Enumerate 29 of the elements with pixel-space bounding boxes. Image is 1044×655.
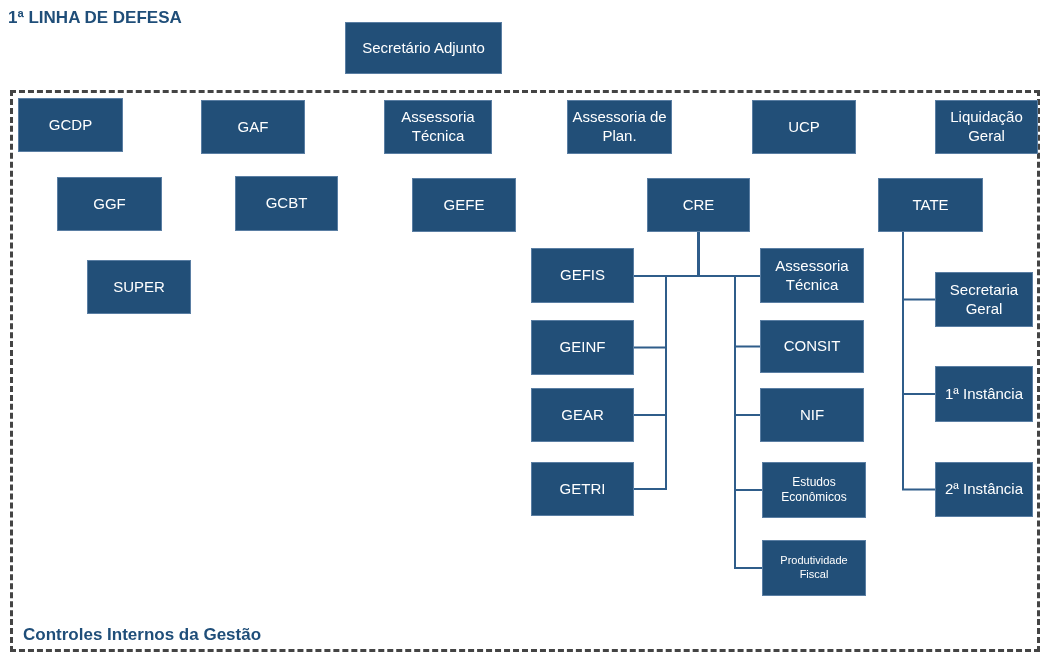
org-unit-box: Estudos Econômicos bbox=[762, 462, 866, 518]
org-unit-box: Assessoria Técnica bbox=[760, 248, 864, 303]
org-unit-box: GCBT bbox=[235, 176, 338, 231]
org-unit-box: GETRI bbox=[531, 462, 634, 516]
org-unit-box: Liquidação Geral bbox=[935, 100, 1038, 154]
org-unit-box: CRE bbox=[647, 178, 750, 232]
org-unit-box: 2ª Instância bbox=[935, 462, 1033, 517]
org-unit-box: GCDP bbox=[18, 98, 123, 152]
org-unit-box: Assessoria de Plan. bbox=[567, 100, 672, 154]
org-unit-box: CONSIT bbox=[760, 320, 864, 373]
org-unit-box: TATE bbox=[878, 178, 983, 232]
org-unit-box: Secretaria Geral bbox=[935, 272, 1033, 327]
connector-line bbox=[902, 231, 936, 491]
org-unit-box: 1ª Instância bbox=[935, 366, 1033, 422]
org-unit-box: Secretário Adjunto bbox=[345, 22, 502, 74]
org-unit-box: UCP bbox=[752, 100, 856, 154]
group-title: Controles Internos da Gestão bbox=[23, 623, 262, 646]
org-unit-box: GAF bbox=[201, 100, 305, 154]
org-unit-box: GEAR bbox=[531, 388, 634, 442]
org-unit-box: Assessoria Técnica bbox=[384, 100, 492, 154]
org-unit-box: SUPER bbox=[87, 260, 191, 314]
org-unit-box: GEFIS bbox=[531, 248, 634, 303]
dashed-group-boundary bbox=[10, 90, 1040, 652]
org-unit-box: GEFE bbox=[412, 178, 516, 232]
org-unit-box: GEINF bbox=[531, 320, 634, 375]
org-unit-box: GGF bbox=[57, 177, 162, 231]
org-unit-box: Produtividade Fiscal bbox=[762, 540, 866, 596]
org-unit-box: NIF bbox=[760, 388, 864, 442]
page-title: 1ª LINHA DE DEFESA bbox=[8, 7, 182, 29]
